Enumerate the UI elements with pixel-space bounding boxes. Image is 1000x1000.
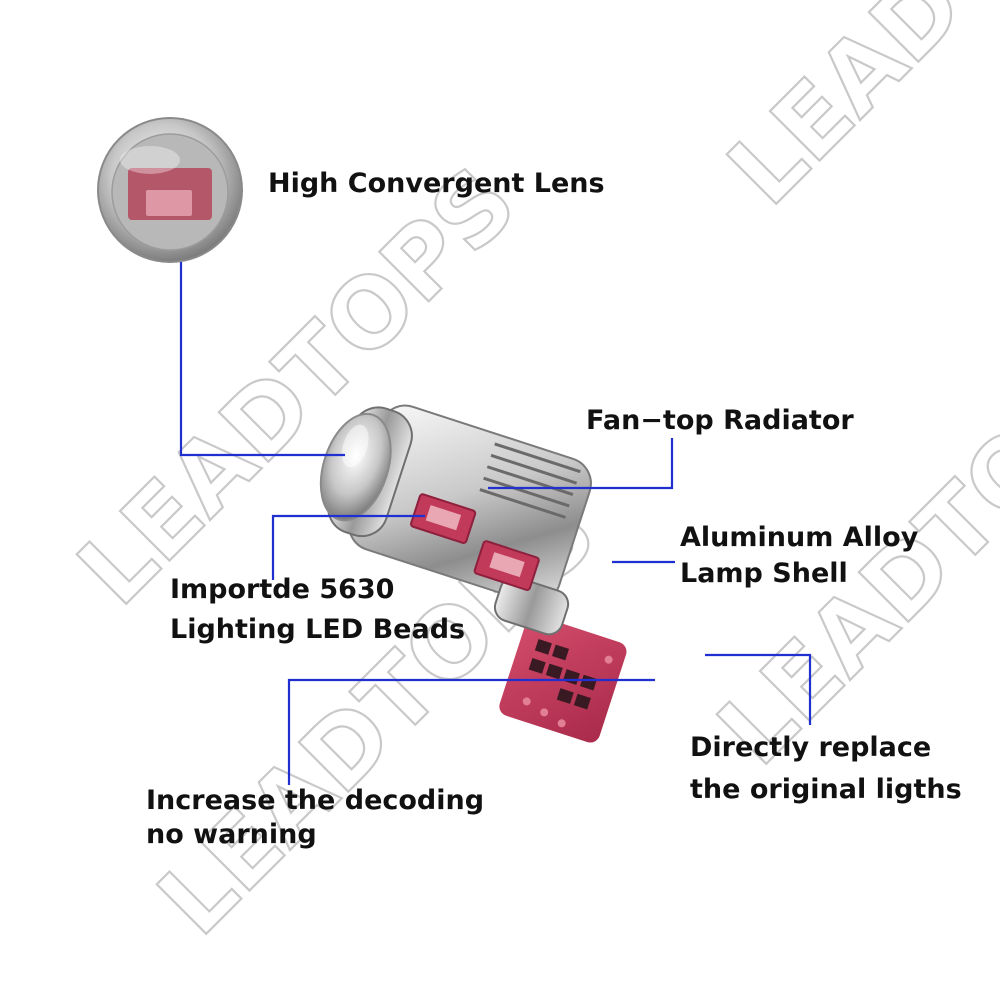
label-line: Lamp Shell bbox=[680, 558, 848, 589]
leader-beads bbox=[271, 514, 425, 580]
aluminum-shell bbox=[347, 404, 592, 636]
label-line: Increase the decoding bbox=[146, 785, 485, 816]
led-beads bbox=[410, 493, 540, 591]
label-aluminum-alloy-shell: Aluminum Alloy Lamp Shell bbox=[680, 520, 918, 592]
front-lens bbox=[319, 406, 413, 538]
leader-lines bbox=[179, 262, 812, 785]
label-high-convergent-lens: High Convergent Lens bbox=[268, 166, 605, 202]
label-line: Importde 5630 bbox=[170, 574, 395, 605]
label-fan-top-radiator: Fan−top Radiator bbox=[586, 403, 854, 439]
label-line: the original ligths bbox=[690, 774, 962, 805]
leader-radiator bbox=[488, 438, 674, 490]
lens-icon bbox=[97, 117, 243, 263]
label-line: High Convergent Lens bbox=[268, 168, 605, 199]
label-line: Lighting LED Beads bbox=[170, 614, 466, 645]
label-line: Fan−top Radiator bbox=[586, 405, 854, 436]
leader-lens bbox=[179, 262, 345, 457]
leader-decoding bbox=[287, 678, 655, 785]
label-line: Aluminum Alloy bbox=[680, 522, 919, 553]
leader-replace bbox=[705, 653, 812, 725]
label-line: Directly replace bbox=[690, 732, 932, 763]
label-increase-decoding: Increase the decoding no warning bbox=[146, 784, 484, 852]
label-led-beads: Importde 5630 Lighting LED Beads bbox=[170, 570, 465, 650]
label-line: no warning bbox=[146, 819, 317, 850]
label-directly-replace: Directly replace the original ligths bbox=[690, 727, 962, 811]
watermark-text: LEADTOPS bbox=[707, 0, 1000, 226]
